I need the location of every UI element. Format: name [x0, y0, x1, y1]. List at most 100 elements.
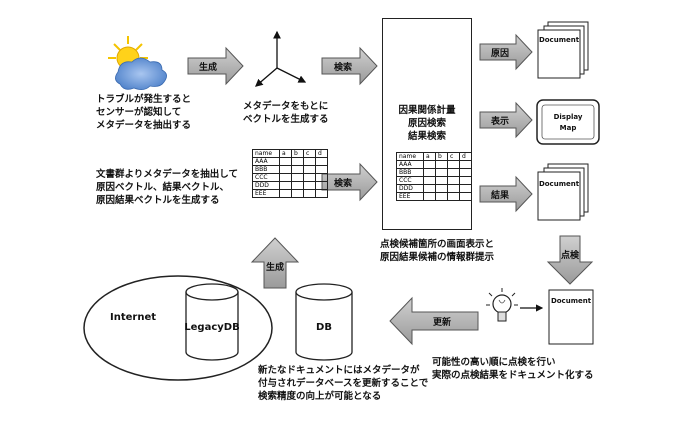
- document-label-1: Document: [539, 36, 580, 44]
- cause-arrow: 原因: [479, 33, 533, 71]
- table-cell: [435, 176, 448, 185]
- legacy-db-label: LegacyDB: [184, 322, 239, 333]
- table-row-name: BBB: [396, 168, 424, 177]
- table-row: AAA: [252, 157, 328, 166]
- priority-text: 可能性の高い順に点検を行い 実際の点検結果をドキュメント化する: [432, 357, 594, 381]
- table-row-name: DDD: [396, 184, 424, 193]
- table-header-cell: d: [315, 149, 328, 158]
- generate-label-2: 生成: [266, 261, 284, 273]
- legacy-db-cylinder: LegacyDB: [184, 283, 240, 361]
- table-cell: [447, 184, 460, 193]
- table-row: DDD: [252, 181, 328, 190]
- table-cell: [303, 181, 316, 190]
- table-cell: [291, 165, 304, 174]
- table-row-name: EEE: [252, 189, 280, 198]
- trouble-text: トラブルが発生すると センサーが認知して メタデータを抽出する: [96, 94, 192, 131]
- search-label-1: 検索: [334, 61, 352, 73]
- table-cell: [315, 189, 328, 198]
- table-row-name: CCC: [396, 176, 424, 185]
- table-cell: [315, 165, 328, 174]
- table-cell: [279, 189, 292, 198]
- docgroup-text: 文書群よりメタデータを抽出して 原因ベクトル、結果ベクトル、 原因結果ベクトルを…: [96, 169, 239, 206]
- table-cell: [291, 173, 304, 182]
- table-cell: [315, 173, 328, 182]
- table-cell: [279, 165, 292, 174]
- table-row: BBB: [252, 165, 328, 174]
- table-cell: [447, 160, 460, 169]
- db-label: DB: [316, 322, 332, 333]
- table-row-name: DDD: [252, 181, 280, 190]
- table-cell: [459, 160, 472, 169]
- search-arrow-1: 検索: [321, 46, 378, 86]
- table-cell: [423, 176, 436, 185]
- update-label: 更新: [433, 316, 451, 328]
- table-cell: [447, 168, 460, 177]
- update-arrow: 更新: [389, 296, 479, 346]
- table-cell: [435, 160, 448, 169]
- central-text: 因果関係計量 原因検索 結果検索: [398, 105, 456, 142]
- inspection-display-text: 点検候補箇所の画面表示と 原因結果候補の情報群提示: [380, 239, 495, 263]
- table-header-cell: c: [447, 152, 460, 161]
- table-header-cell: b: [435, 152, 448, 161]
- inspect-arrow: 点検: [546, 235, 594, 285]
- table-row-name: BBB: [252, 165, 280, 174]
- table-cell: [459, 176, 472, 185]
- table-row-name: AAA: [252, 157, 280, 166]
- table-row-name: CCC: [252, 173, 280, 182]
- vector-text: メタデータをもとに ベクトルを生成する: [243, 101, 329, 125]
- vector-axis-icon-1: [255, 30, 307, 87]
- display-arrow: 表示: [479, 101, 533, 139]
- table-cell: [423, 184, 436, 193]
- table-row: DDD: [396, 184, 472, 193]
- result-arrow: 結果: [479, 175, 533, 213]
- table-cell: [315, 181, 328, 190]
- table-row-name: EEE: [396, 192, 424, 201]
- internet-ellipse: [83, 275, 273, 381]
- display-label: 表示: [490, 115, 509, 127]
- table-cell: [279, 173, 292, 182]
- table-header-cell: a: [423, 152, 436, 161]
- table-cell: [315, 157, 328, 166]
- search-arrow-2: 検索: [321, 162, 378, 202]
- table-cell: [303, 173, 316, 182]
- table-header-cell: b: [291, 149, 304, 158]
- table-row: EEE: [396, 192, 472, 201]
- weather-trouble-icon: [108, 36, 167, 90]
- display-map-line2: Map: [560, 124, 577, 132]
- table-cell: [435, 168, 448, 177]
- table-cell: [459, 184, 472, 193]
- generate-arrow-1: 生成: [187, 46, 244, 86]
- generate-label-1: 生成: [199, 61, 217, 73]
- table-cell: [291, 189, 304, 198]
- table-cell: [459, 192, 472, 201]
- table-header-cell: name: [396, 152, 424, 161]
- table-row: AAA: [396, 160, 472, 169]
- table-header-cell: a: [279, 149, 292, 158]
- table-header-cell: c: [303, 149, 316, 158]
- table-cell: [423, 192, 436, 201]
- table-cell: [435, 192, 448, 201]
- document-single: Document: [548, 289, 594, 345]
- table-cell: [291, 181, 304, 190]
- table-cell: [303, 189, 316, 198]
- table-cell: [303, 165, 316, 174]
- table-cell: [447, 176, 460, 185]
- table-row: CCC: [252, 173, 328, 182]
- table-cell: [447, 192, 460, 201]
- display-map-icon: Display Map: [536, 99, 600, 145]
- internet-label: Internet: [110, 312, 156, 323]
- table-header-cell: name: [252, 149, 280, 158]
- table-cell: [291, 157, 304, 166]
- document-label-3: Document: [551, 297, 592, 305]
- table-cell: [303, 157, 316, 166]
- inspect-label: 点検: [561, 249, 580, 261]
- cause-label: 原因: [491, 48, 509, 59]
- document-stack-1: Document: [537, 21, 589, 79]
- table-cell: [279, 157, 292, 166]
- display-map-line1: Display: [554, 113, 583, 121]
- newdoc-text: 新たなドキュメントにはメタデータが 付与されデータベースを更新することで 検索精…: [258, 365, 429, 402]
- table-cell: [459, 168, 472, 177]
